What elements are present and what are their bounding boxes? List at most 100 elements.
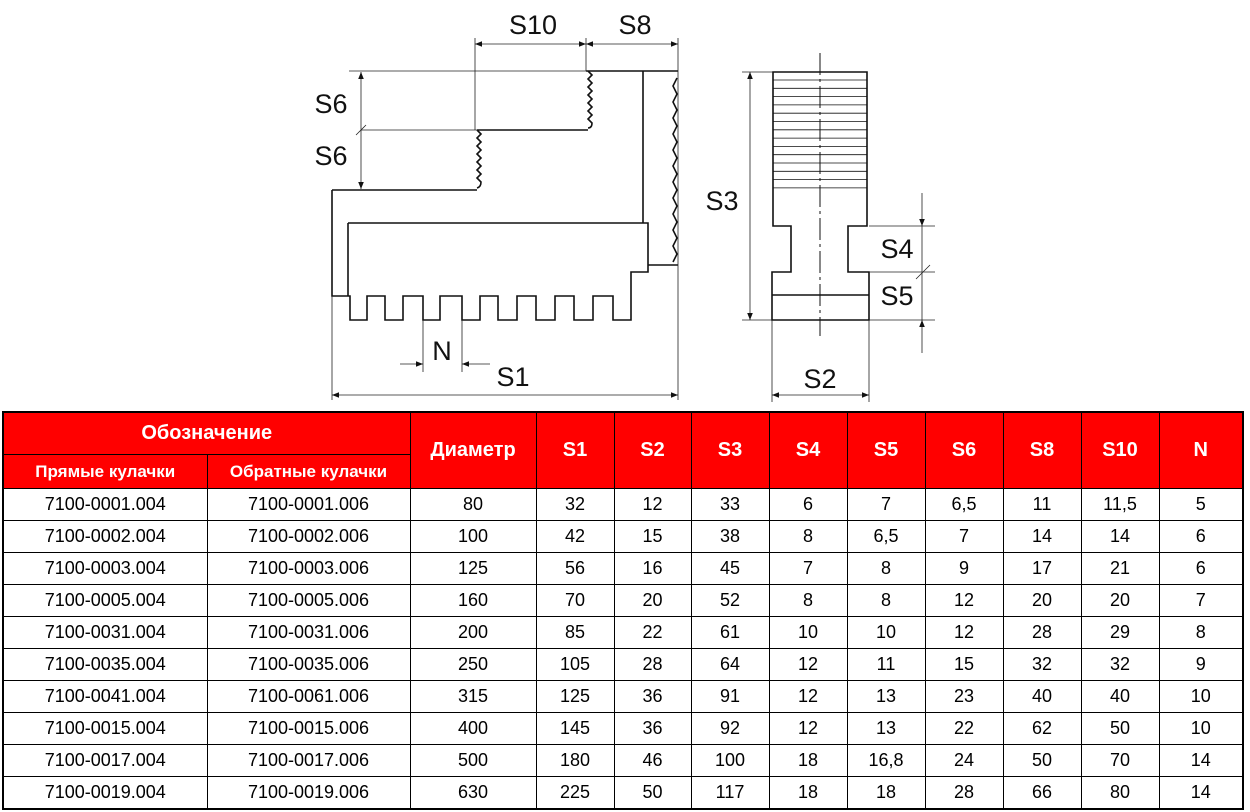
cell-s2: 20 xyxy=(613,584,692,617)
cell-diameter: 250 xyxy=(409,648,537,681)
cell-reverse-jaw-code: 7100-0002.006 xyxy=(206,520,411,553)
cell-s3: 117 xyxy=(690,776,770,810)
cell-straight-jaw-code: 7100-0017.004 xyxy=(2,744,208,777)
jaw-technical-drawing: S10 S8 S6 S6 N S1 S3 S4 S5 S2 xyxy=(314,10,935,402)
cell-n: 5 xyxy=(1158,488,1244,521)
cell-reverse-jaw-code: 7100-0031.006 xyxy=(206,616,411,649)
header-s1: S1 xyxy=(535,411,615,489)
cell-reverse-jaw-code: 7100-0019.006 xyxy=(206,776,411,810)
cell-s3: 38 xyxy=(690,520,770,553)
header-s3: S3 xyxy=(690,411,770,489)
jaw-dimensions-table: Обозначение Диаметр S1 S2 S3 S4 S5 S6 S8… xyxy=(2,411,1244,810)
cell-s8: 32 xyxy=(1002,648,1082,681)
cell-straight-jaw-code: 7100-0019.004 xyxy=(2,776,208,810)
cell-s1: 125 xyxy=(535,680,615,713)
dim-label-s1: S1 xyxy=(496,362,529,392)
cell-s4: 8 xyxy=(768,520,848,553)
cell-reverse-jaw-code: 7100-0001.006 xyxy=(206,488,411,521)
cell-s1: 105 xyxy=(535,648,615,681)
cell-s10: 32 xyxy=(1080,648,1160,681)
cell-s3: 64 xyxy=(690,648,770,681)
cell-s5: 13 xyxy=(846,680,926,713)
cell-s4: 12 xyxy=(768,680,848,713)
cell-s8: 66 xyxy=(1002,776,1082,810)
cell-n: 10 xyxy=(1158,680,1244,713)
cell-straight-jaw-code: 7100-0035.004 xyxy=(2,648,208,681)
dim-label-s6-lower: S6 xyxy=(314,141,347,171)
cell-diameter: 500 xyxy=(409,744,537,777)
cell-s8: 14 xyxy=(1002,520,1082,553)
cell-straight-jaw-code: 7100-0003.004 xyxy=(2,552,208,585)
cell-s3: 91 xyxy=(690,680,770,713)
cell-s1: 85 xyxy=(535,616,615,649)
header-s6: S6 xyxy=(924,411,1004,489)
cell-s10: 11,5 xyxy=(1080,488,1160,521)
cell-diameter: 200 xyxy=(409,616,537,649)
cell-s2: 46 xyxy=(613,744,692,777)
cell-diameter: 160 xyxy=(409,584,537,617)
cell-s6: 9 xyxy=(924,552,1004,585)
jaw-side-view: S10 S8 S6 S6 N S1 xyxy=(314,10,679,400)
cell-n: 14 xyxy=(1158,744,1244,777)
cell-diameter: 125 xyxy=(409,552,537,585)
dim-label-n: N xyxy=(432,336,452,366)
cell-s2: 28 xyxy=(613,648,692,681)
cell-s5: 6,5 xyxy=(846,520,926,553)
cell-s8: 50 xyxy=(1002,744,1082,777)
cell-n: 9 xyxy=(1158,648,1244,681)
cell-reverse-jaw-code: 7100-0061.006 xyxy=(206,680,411,713)
cell-s10: 40 xyxy=(1080,680,1160,713)
cell-straight-jaw-code: 7100-0041.004 xyxy=(2,680,208,713)
header-s10: S10 xyxy=(1080,411,1160,489)
cell-straight-jaw-code: 7100-0001.004 xyxy=(2,488,208,521)
cell-diameter: 315 xyxy=(409,680,537,713)
cell-s8: 11 xyxy=(1002,488,1082,521)
cell-diameter: 100 xyxy=(409,520,537,553)
header-s5: S5 xyxy=(846,411,926,489)
cell-reverse-jaw-code: 7100-0015.006 xyxy=(206,712,411,745)
dim-label-s4: S4 xyxy=(880,234,913,264)
cell-s2: 12 xyxy=(613,488,692,521)
cell-s6: 28 xyxy=(924,776,1004,810)
header-s8: S8 xyxy=(1002,411,1082,489)
cell-s10: 14 xyxy=(1080,520,1160,553)
cell-s1: 180 xyxy=(535,744,615,777)
cell-s8: 62 xyxy=(1002,712,1082,745)
cell-reverse-jaw-code: 7100-0003.006 xyxy=(206,552,411,585)
cell-diameter: 400 xyxy=(409,712,537,745)
cell-n: 10 xyxy=(1158,712,1244,745)
cell-diameter: 80 xyxy=(409,488,537,521)
cell-s5: 7 xyxy=(846,488,926,521)
cell-s1: 42 xyxy=(535,520,615,553)
header-diameter: Диаметр xyxy=(409,411,537,489)
cell-s8: 17 xyxy=(1002,552,1082,585)
cell-s3: 100 xyxy=(690,744,770,777)
cell-s5: 11 xyxy=(846,648,926,681)
cell-s2: 36 xyxy=(613,680,692,713)
cell-s5: 13 xyxy=(846,712,926,745)
cell-s1: 145 xyxy=(535,712,615,745)
cell-s2: 22 xyxy=(613,616,692,649)
cell-s8: 40 xyxy=(1002,680,1082,713)
cell-s6: 6,5 xyxy=(924,488,1004,521)
cell-n: 6 xyxy=(1158,552,1244,585)
cell-s5: 8 xyxy=(846,552,926,585)
cell-s6: 23 xyxy=(924,680,1004,713)
cell-s3: 61 xyxy=(690,616,770,649)
cell-s8: 20 xyxy=(1002,584,1082,617)
cell-s6: 24 xyxy=(924,744,1004,777)
dim-label-s2: S2 xyxy=(803,364,836,394)
jaw-front-view: S3 S4 S5 S2 xyxy=(705,53,935,402)
cell-s8: 28 xyxy=(1002,616,1082,649)
cell-s3: 52 xyxy=(690,584,770,617)
cell-s6: 12 xyxy=(924,616,1004,649)
cell-s2: 15 xyxy=(613,520,692,553)
dim-label-s3: S3 xyxy=(705,186,738,216)
